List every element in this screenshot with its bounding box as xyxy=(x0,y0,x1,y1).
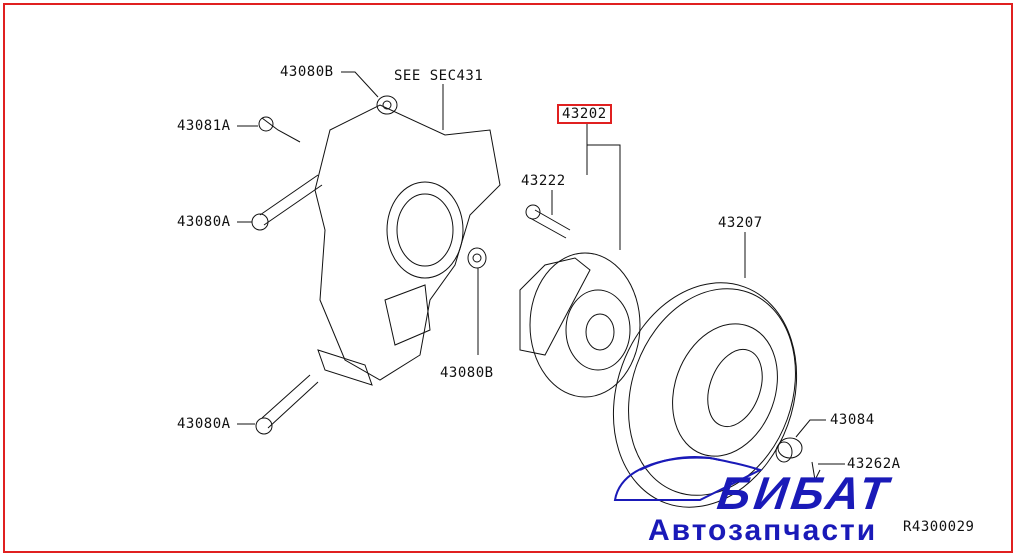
bushings xyxy=(376,95,487,269)
bolts xyxy=(251,116,571,435)
label-43262A: 43262A xyxy=(847,456,901,472)
label-43080B-top: 43080B xyxy=(280,64,334,80)
diagram-code: R4300029 xyxy=(903,519,975,535)
watermark-subtitle: Автозапчасти xyxy=(648,514,878,547)
label-43222: 43222 xyxy=(521,173,566,189)
label-43080A-bottom: 43080A xyxy=(177,416,231,432)
leader-lines xyxy=(237,71,845,465)
watermark-car-logo xyxy=(613,456,763,501)
label-43080B-bottom: 43080B xyxy=(440,365,494,381)
label-43202: 43202 xyxy=(557,104,612,124)
label-43081A: 43081A xyxy=(177,118,231,134)
label-43080A-mid: 43080A xyxy=(177,214,231,230)
brake-rotor xyxy=(612,282,798,508)
label-43207: 43207 xyxy=(718,215,763,231)
label-43084: 43084 xyxy=(830,412,875,428)
label-see-sec431[interactable]: SEE SEC431 xyxy=(394,68,484,84)
watermark-brand: БИБАТ xyxy=(714,467,895,519)
cap-and-clip xyxy=(775,437,821,482)
diagram-frame xyxy=(3,3,1013,553)
wheel-hub xyxy=(519,252,641,398)
steering-knuckle xyxy=(314,104,501,386)
